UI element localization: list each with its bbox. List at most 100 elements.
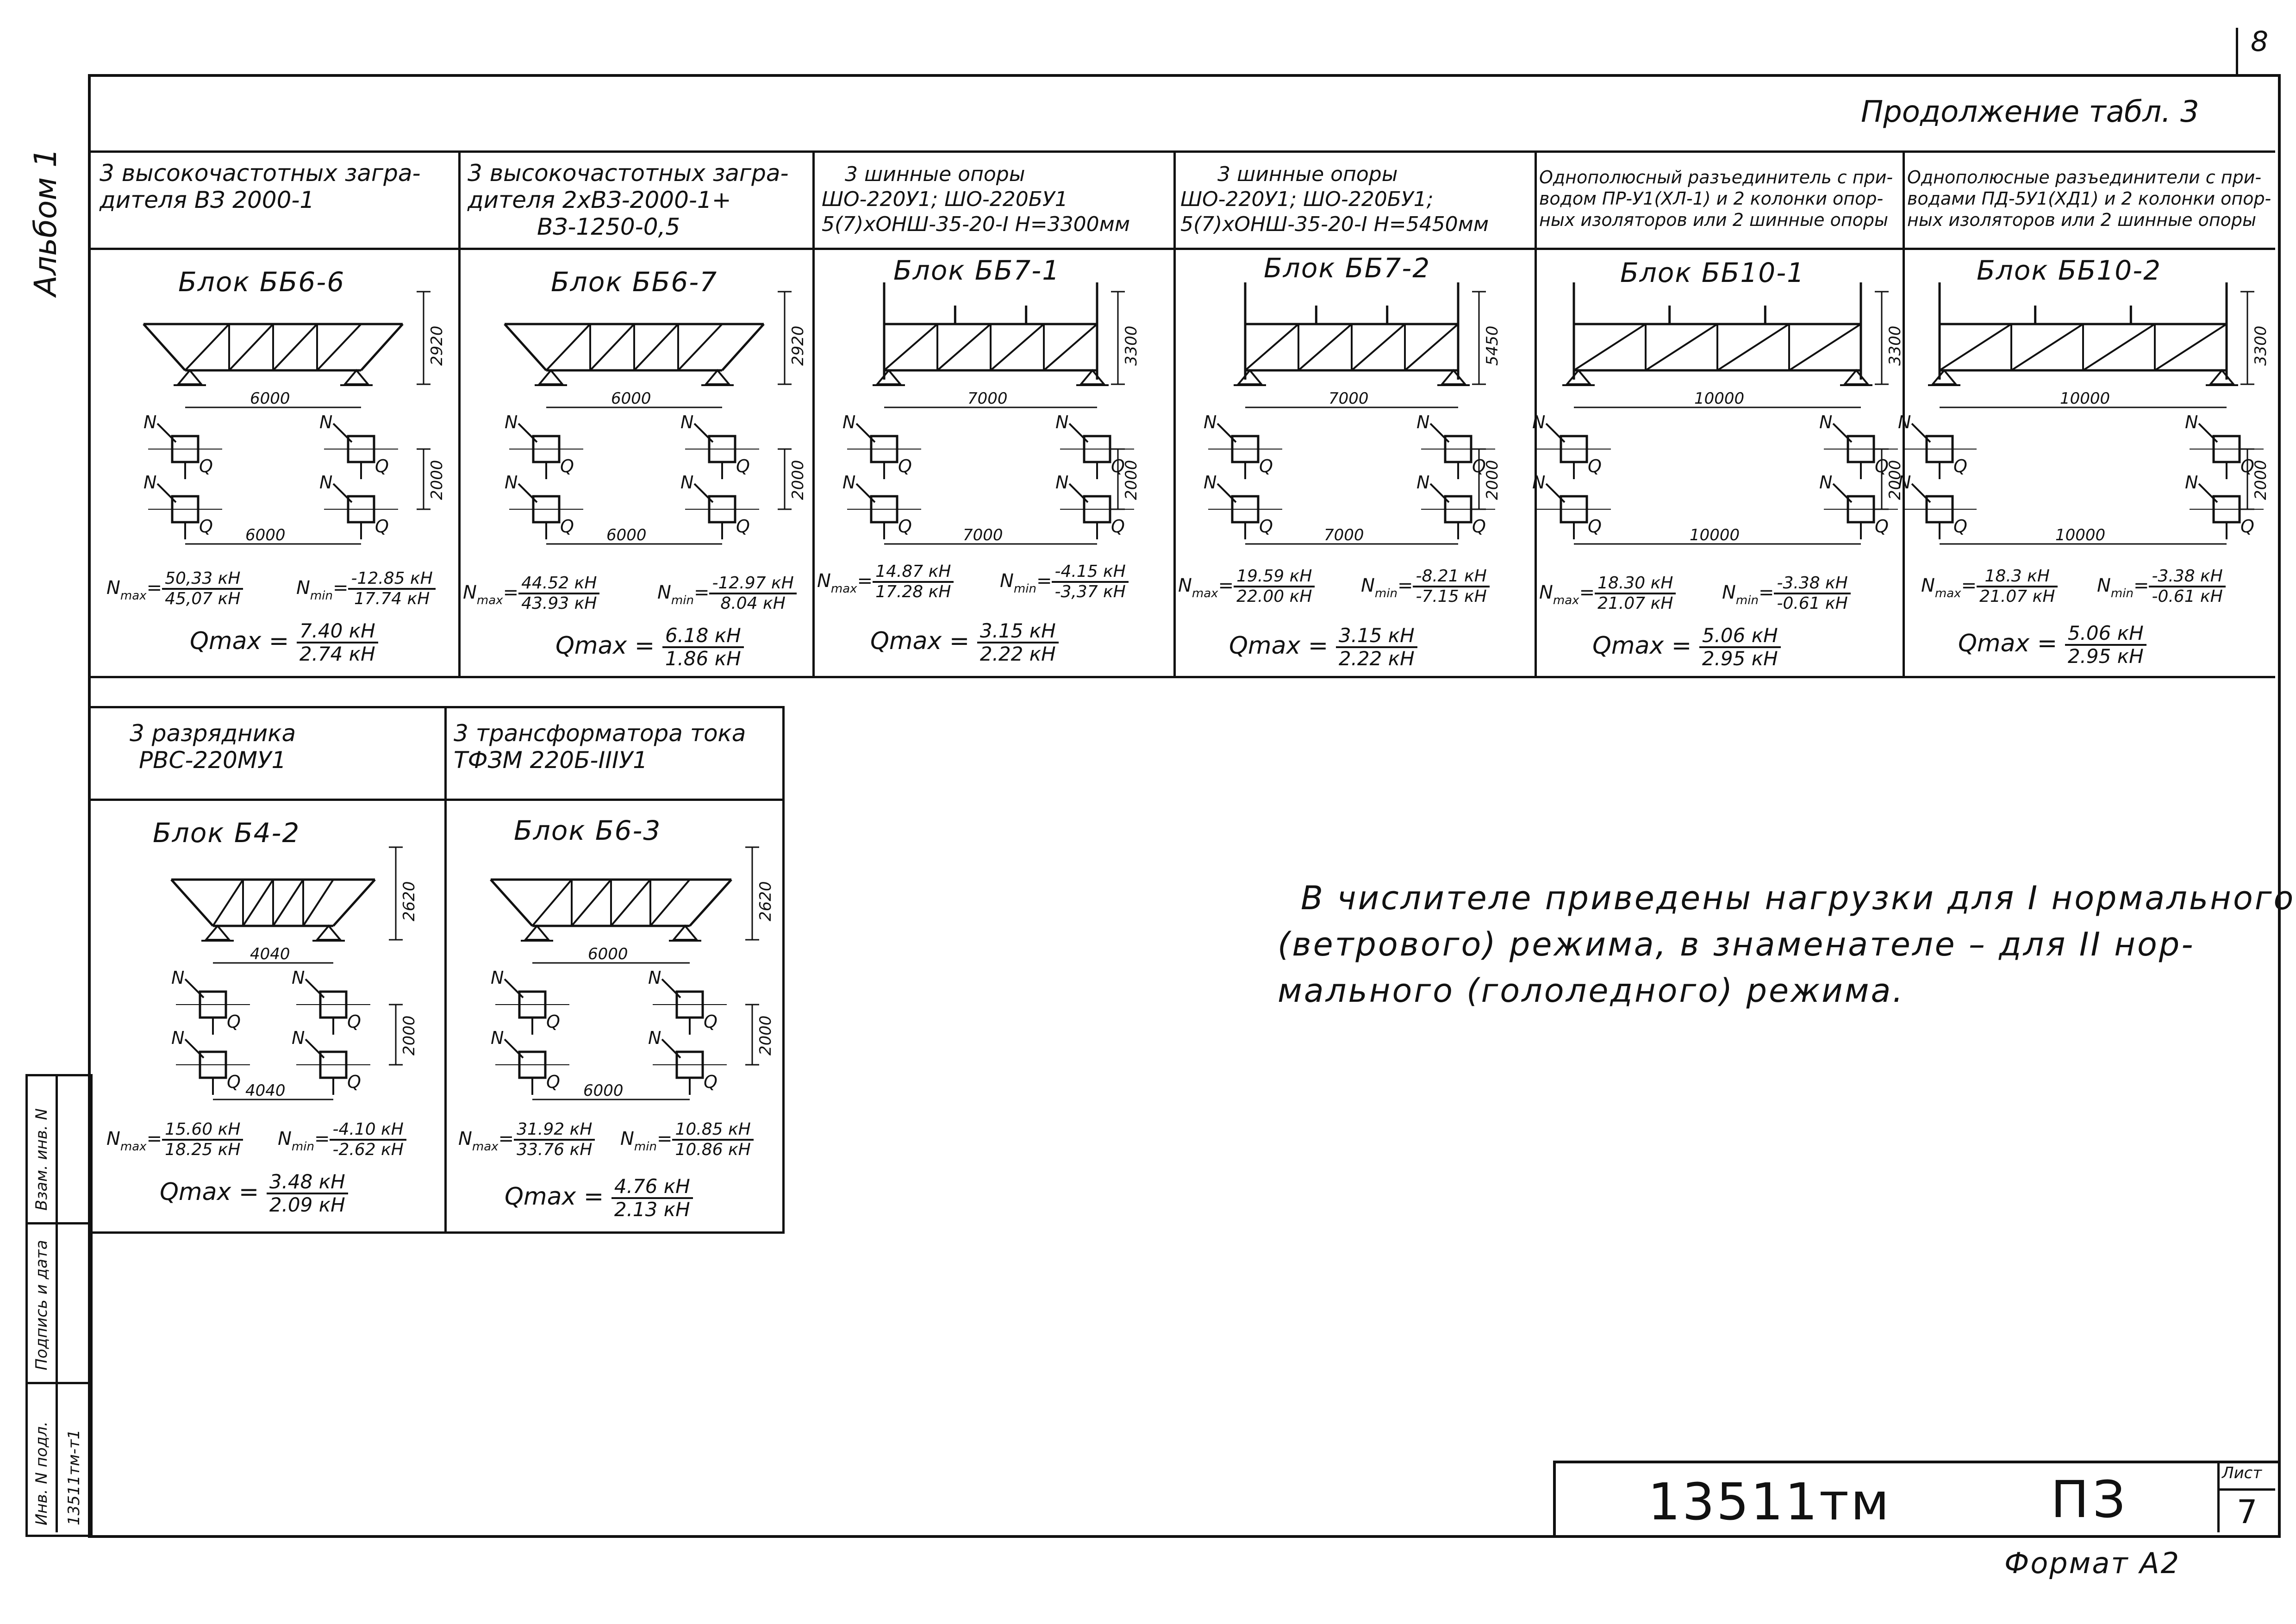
stamp-divider — [2217, 1488, 2275, 1491]
truss-end-diagonal — [490, 879, 533, 927]
truss-diagonal — [531, 879, 573, 927]
support-icon — [523, 924, 551, 941]
table-row1-bottom — [90, 676, 2275, 678]
load-arrow-n — [332, 483, 353, 503]
load-label-n: N — [1416, 472, 1429, 493]
dim-span-label: 7000 — [1329, 389, 1369, 408]
truss-diagonal — [1573, 323, 1647, 371]
side-stamp — [25, 1074, 93, 1537]
load-arrow-n — [1545, 483, 1566, 503]
block-title-5: Блок ББ10-1 — [1620, 257, 1805, 288]
truss-diagonal — [2082, 323, 2156, 371]
truss-end-diagonal — [721, 323, 765, 371]
support-icon — [343, 369, 370, 385]
load-arrow-n — [518, 423, 538, 443]
load-label-n: N — [505, 472, 518, 493]
load-label-q: Q — [199, 516, 213, 537]
dim-height-label: 3300 — [1886, 325, 1904, 366]
dim-span-label: 6000 — [245, 526, 286, 544]
load-label-n: N — [1898, 472, 1911, 493]
load-label-q: Q — [704, 1072, 718, 1092]
dim-span-label: 10000 — [1690, 526, 1740, 544]
load-arrow-n — [693, 423, 714, 443]
load-label-q: Q — [1953, 516, 1967, 537]
dim-span-label: 10000 — [2060, 389, 2110, 408]
load-label-n: N — [1055, 412, 1068, 432]
nmin-formula-3: Nmin=-4.15 кН-3,37 кН — [1000, 562, 1129, 601]
load-arrow-n — [2198, 423, 2218, 443]
load-label-q: Q — [736, 516, 750, 537]
dim-span-label: 6000 — [611, 389, 651, 408]
load-arrow-n — [661, 1038, 681, 1059]
load-label-q: Q — [1259, 456, 1273, 476]
load-label-q: Q — [898, 516, 912, 537]
load-label-n: N — [491, 1028, 504, 1048]
dim-height-label: 3300 — [1122, 325, 1141, 366]
load-label-n: N — [2185, 412, 2198, 432]
load-arrow-n — [305, 978, 325, 999]
support-icon — [1842, 369, 1870, 385]
support-icon — [1440, 369, 1467, 385]
load-arrow-n — [1911, 423, 1931, 443]
load-label-q: Q — [1953, 456, 1967, 476]
load-label-q: Q — [1588, 456, 1602, 476]
load-arrow-n — [1068, 423, 1089, 443]
table-col-divider — [444, 706, 447, 1234]
truss-diagonal — [936, 323, 992, 371]
truss-diagonal — [2154, 323, 2227, 371]
truss-diagonal — [633, 323, 679, 371]
load-label-q: Q — [2240, 516, 2254, 537]
side-stamp-row — [25, 1382, 88, 1384]
dim-span-label: 4040 — [250, 945, 290, 963]
stamp-doc-number: 13511тм — [1648, 1472, 1891, 1531]
support-icon — [1930, 369, 1958, 385]
truss-end-diagonal — [143, 323, 186, 371]
load-label-n: N — [1532, 412, 1545, 432]
load-arrow-n — [1217, 423, 1237, 443]
load-arrow-n — [156, 483, 177, 503]
table-row2-top — [90, 706, 785, 708]
truss-diagonal — [1788, 323, 1862, 371]
table-col-divider — [458, 150, 461, 678]
nmin-formula-4: Nmin=-8.21 кН-7.15 кН — [1361, 567, 1490, 606]
dim-height-label: 5450 — [1483, 325, 1502, 366]
support-icon — [704, 369, 731, 385]
load-label-q: Q — [560, 456, 574, 476]
load-arrow-n — [184, 1038, 205, 1059]
block-title-6: Блок ББ10-2 — [1977, 255, 2162, 286]
load-arrow-n — [1068, 483, 1089, 503]
load-label-n: N — [680, 412, 693, 432]
load-label-n: N — [171, 1028, 184, 1048]
support-icon — [204, 924, 231, 941]
dim-side-label: 2000 — [1122, 460, 1141, 500]
load-arrow-n — [332, 423, 353, 443]
truss-diagonal — [1645, 323, 1718, 371]
load-label-n: N — [1819, 412, 1832, 432]
drawing-frame — [88, 74, 2281, 1538]
truss-diagonal — [1298, 323, 1353, 371]
load-arrow-n — [518, 483, 538, 503]
load-label-n: N — [1898, 412, 1911, 432]
dim-span-label: 7000 — [967, 389, 1008, 408]
dim-height-label: 2920 — [789, 325, 807, 366]
load-arrow-n — [504, 978, 524, 999]
load-arrow-n — [693, 483, 714, 503]
truss-diagonal — [649, 879, 691, 927]
nmin-formula-5: Nmin=-3.38 кН-0.61 кН — [1722, 574, 1851, 613]
load-note: В числителе приведены нагрузки для I нор… — [1278, 879, 2296, 1010]
dim-side-label: 2000 — [428, 460, 446, 500]
load-arrow-n — [855, 483, 876, 503]
stamp-divider — [2217, 1461, 2220, 1532]
dim-height-label: 3300 — [2252, 325, 2270, 366]
truss-diagonal — [610, 879, 651, 927]
cell-header-6: Однополюсные разъединители с при-водами … — [1907, 167, 2271, 230]
nmin-formula-6: Nmin=-3.38 кН-0.61 кН — [2097, 567, 2226, 606]
truss-diagonal — [589, 323, 635, 371]
